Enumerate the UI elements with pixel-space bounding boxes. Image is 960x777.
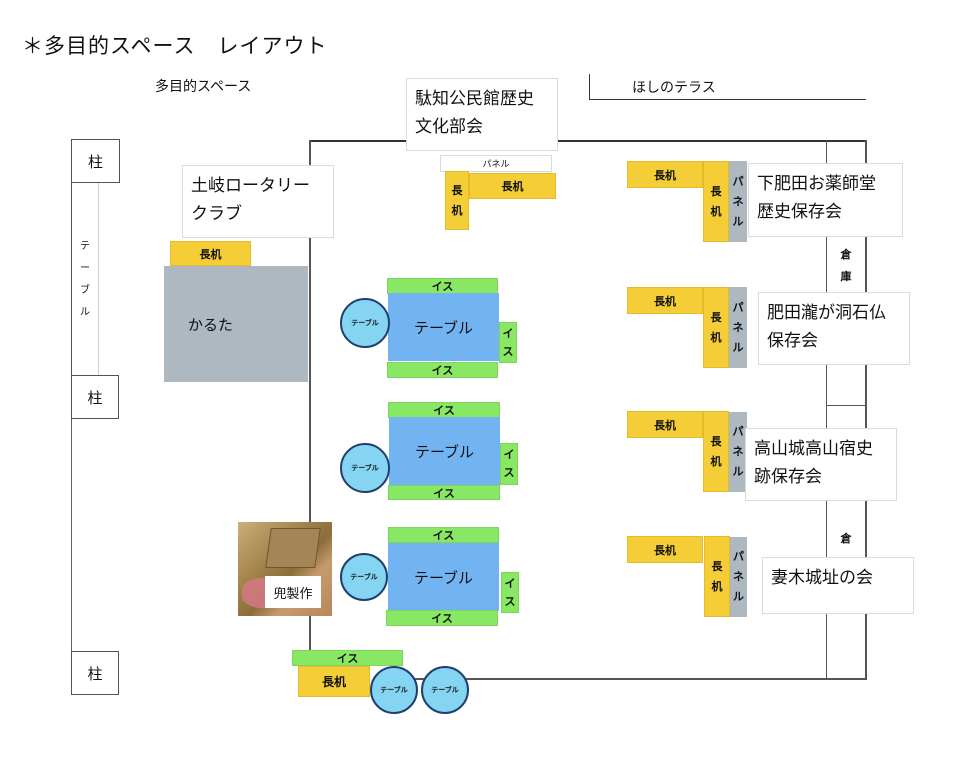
- storage-wall: [826, 140, 827, 680]
- desk-takayama-h: 長机: [627, 411, 703, 438]
- desk-tsumagi-h: 長机: [627, 536, 703, 563]
- desk-takayama-v: 長机: [703, 411, 729, 492]
- desk-bottom-entrance: 長机: [298, 666, 370, 697]
- kabuto-caption: 兜製作: [265, 576, 321, 608]
- room-wall-right: [865, 140, 867, 680]
- group-toki-rotary: 土岐ロータリークラブ: [182, 165, 334, 238]
- group-hidataki: 肥田瀧が洞石仏保存会: [758, 292, 910, 365]
- chair-bottom-entrance: イス: [292, 650, 403, 666]
- panel-takayama: パネル: [729, 412, 747, 492]
- table-3: テーブル: [388, 543, 499, 611]
- terrace-wall-h: [589, 99, 866, 100]
- desk-hidataki-h: 長机: [627, 287, 703, 314]
- desk-shimohida-v: 長机: [703, 161, 729, 242]
- page-title: ＊多目的スペース レイアウト: [22, 34, 328, 58]
- table-1: テーブル: [388, 293, 499, 361]
- chair-side-3: イス: [501, 572, 519, 613]
- round-table-1: テーブル: [340, 298, 390, 348]
- desk-hidataki-v: 長机: [703, 287, 729, 368]
- long-table-vertical: テ ー ブ ル: [71, 182, 99, 377]
- helmet-shape: [265, 528, 321, 568]
- storage-label-1: 倉庫: [840, 248, 852, 283]
- desk-dachi-horizontal: 長机: [469, 173, 556, 199]
- room-wall-left: [309, 140, 311, 680]
- room-wall-top: [310, 140, 866, 142]
- desk-dachi-vertical: 長机: [445, 171, 469, 230]
- desk-tsumagi-v: 長机: [704, 536, 730, 617]
- storage-label-2: 倉: [840, 532, 852, 545]
- group-takayama: 高山城高山宿史跡保存会: [745, 428, 897, 501]
- desk-shimohida-h: 長机: [627, 161, 703, 188]
- desk-karuta: 長机: [170, 241, 251, 266]
- chair-side-1: イス: [499, 322, 517, 363]
- karuta-area: かるた: [164, 266, 308, 382]
- group-shimohida: 下肥田お薬師堂歴史保存会: [748, 163, 903, 237]
- round-table-5: テーブル: [421, 666, 469, 714]
- panel-hidataki: パネル: [729, 287, 747, 368]
- round-table-4: テーブル: [370, 666, 418, 714]
- terrace-wall-v: [589, 74, 590, 100]
- terrace-label: ほしのテラス: [632, 80, 716, 96]
- group-tsumagi: 妻木城址の会: [762, 557, 914, 614]
- chair-side-2: イス: [500, 443, 518, 485]
- room-wall-bottom: [390, 678, 866, 680]
- panel-shimohida: パネル: [729, 161, 747, 242]
- panel-horizontal: パネル: [440, 155, 552, 172]
- pillar-1: 柱: [71, 139, 120, 183]
- room-label: 多目的スペース: [155, 79, 252, 95]
- chair-top-1: イス: [387, 278, 498, 294]
- group-dachi-kominkan: 駄知公民館歴史文化部会: [406, 78, 558, 151]
- chair-bottom-3: イス: [386, 610, 498, 626]
- pillar-3: 柱: [71, 651, 119, 695]
- storage-divider: [826, 405, 866, 406]
- table-2: テーブル: [389, 417, 500, 485]
- chair-bottom-1: イス: [387, 362, 498, 378]
- pillar-2: 柱: [71, 375, 119, 419]
- panel-tsumagi: パネル: [730, 537, 747, 617]
- chair-top-2: イス: [388, 402, 500, 418]
- chair-top-3: イス: [388, 527, 499, 543]
- round-table-3: テーブル: [340, 553, 388, 601]
- chair-bottom-2: イス: [388, 485, 500, 500]
- round-table-2: テーブル: [340, 443, 390, 493]
- kabuto-photo: 兜製作: [238, 522, 332, 616]
